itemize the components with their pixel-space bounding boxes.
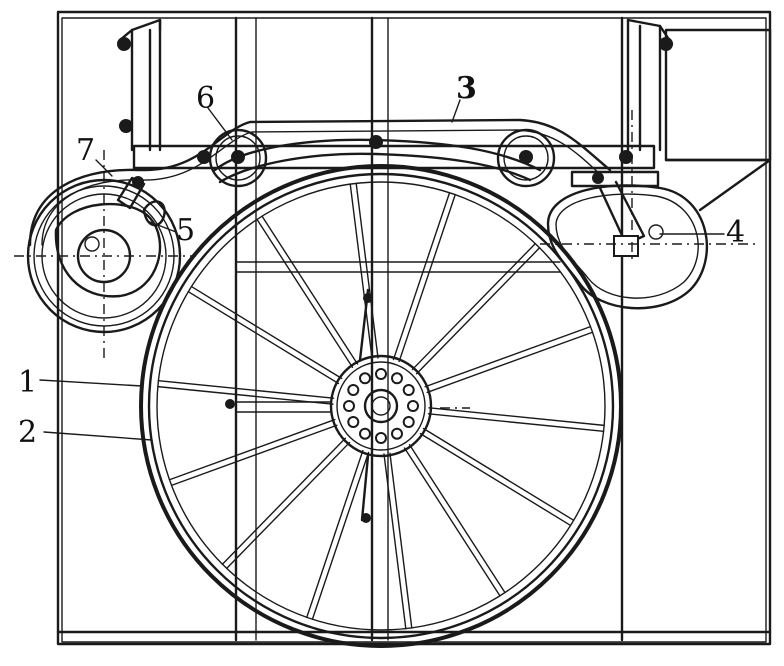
wheel-spoke: [422, 427, 575, 521]
wheel-spoke: [170, 424, 338, 487]
wheel-spoke: [419, 432, 572, 527]
guide-pulleys: [208, 128, 556, 188]
wheel-spoke: [355, 182, 379, 359]
label-2: 2: [18, 415, 37, 450]
wheel-spoke: [398, 193, 456, 363]
main-band-wheel: [139, 164, 623, 648]
wheel-spoke: [403, 447, 501, 597]
wheel-spoke: [221, 437, 347, 565]
wheel-spoke: [187, 291, 340, 385]
wheel-spoke: [261, 215, 359, 365]
label-3: 3: [456, 71, 477, 106]
label-1: 1: [18, 365, 37, 400]
label-leaders: [39, 99, 725, 441]
hub-bolts: [343, 368, 419, 444]
wheel-spoke: [415, 247, 541, 375]
hub-bolt: [391, 372, 403, 385]
hub-bolt: [375, 432, 387, 444]
wheel-spoke: [256, 218, 354, 368]
hub-bolt: [402, 416, 415, 428]
wheel-spoke: [157, 385, 334, 405]
wheel-spoke: [190, 285, 343, 380]
wheel-spoke: [306, 449, 364, 619]
hub-bolt: [343, 400, 355, 412]
label-7: 7: [76, 133, 95, 168]
hub-bolt: [407, 400, 419, 412]
label-6: 6: [196, 81, 215, 116]
wheel-spoke: [392, 192, 451, 361]
wheel-spoke: [225, 441, 351, 570]
wheel-spoke: [311, 451, 370, 620]
wheel-spoke: [389, 452, 413, 629]
wheel-spoke: [424, 325, 592, 388]
hub-bolt: [347, 384, 360, 396]
wheel-spoke: [411, 242, 537, 371]
hub-bolt: [359, 372, 371, 385]
wheel-spoke: [349, 183, 373, 360]
wheel-spoke: [383, 453, 407, 630]
hub-bolt: [391, 427, 403, 440]
wheel-spokes: [157, 182, 605, 630]
wheel-spoke: [426, 331, 594, 394]
hub-bolt: [402, 384, 415, 396]
machine-frame: [56, 10, 772, 646]
labels: 1 2 3 4 5 6 7: [18, 71, 745, 450]
center-lines: [14, 110, 760, 409]
wheel-spoke: [168, 418, 336, 481]
hanger-rods: [117, 18, 674, 152]
wheel-spoke: [408, 444, 506, 594]
label-5: 5: [176, 213, 195, 248]
label-4: 4: [726, 215, 745, 250]
wheel-spoke: [427, 413, 605, 433]
frame-brackets: [225, 288, 373, 523]
hub-bolt: [375, 368, 387, 380]
wheel-spoke: [157, 379, 335, 399]
hub-bolt: [359, 427, 371, 440]
wheel-spoke: [428, 407, 605, 427]
hub-bolt: [347, 416, 360, 428]
